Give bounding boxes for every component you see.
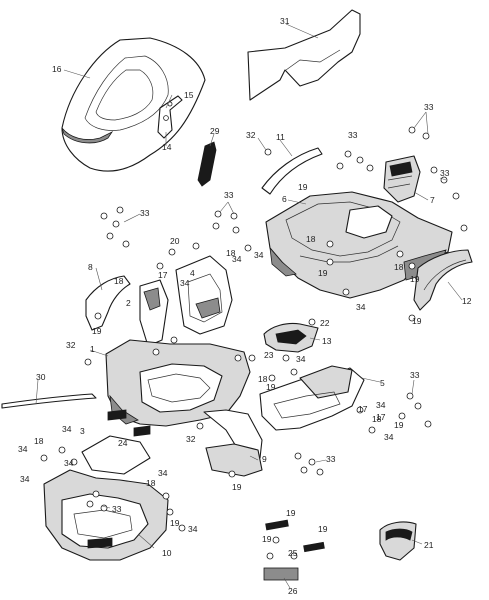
callout-22: 22 [320, 318, 330, 328]
callout-33b: 33 [140, 208, 150, 218]
part-tail-light [383, 155, 421, 203]
callout-24: 24 [118, 438, 128, 448]
callout-33: 33 [424, 102, 434, 112]
part-front-bumper [43, 469, 169, 561]
callout-17b: 17 [158, 270, 168, 280]
part-rear-mudguard-right [413, 249, 473, 311]
callout-18b: 18 [226, 248, 236, 258]
callout-2: 2 [126, 298, 131, 308]
callout-5: 5 [380, 378, 385, 388]
callout-19e: 19 [412, 316, 422, 326]
callout-34j: 34 [158, 468, 168, 478]
callout-13: 13 [322, 336, 332, 346]
callout-10: 10 [162, 548, 172, 558]
callout-25: 25 [288, 548, 298, 558]
callout-29: 29 [210, 126, 220, 136]
callout-19c: 19 [318, 268, 328, 278]
callout-34h: 34 [62, 424, 72, 434]
callout-4: 4 [190, 268, 195, 278]
callout-3: 3 [80, 426, 85, 436]
callout-33c: 33 [224, 190, 234, 200]
callout-18d: 18 [394, 262, 404, 272]
part-front-body [105, 339, 263, 459]
callout-12: 12 [462, 296, 472, 306]
callout-11: 11 [276, 132, 285, 142]
callout-33e: 33 [440, 168, 450, 178]
callout-18c: 18 [306, 234, 316, 244]
callout-33f: 33 [410, 370, 420, 380]
callout-19b: 19 [298, 182, 308, 192]
leader-lines [35, 23, 463, 589]
callout-6: 6 [282, 194, 287, 204]
part-side-trim-strip [197, 141, 217, 187]
callout-9: 9 [262, 454, 267, 464]
callout-18e: 18 [258, 374, 268, 384]
callout-34g: 34 [384, 432, 394, 442]
callout-32: 32 [246, 130, 256, 140]
callout-18: 18 [114, 276, 124, 286]
part-side-guard [205, 443, 263, 477]
callout-21: 21 [424, 540, 434, 550]
callout-19h: 19 [232, 482, 242, 492]
part-rear-rack [261, 147, 323, 195]
callout-34d: 34 [356, 302, 366, 312]
callout-19g: 19 [394, 420, 404, 430]
callout-34c: 34 [180, 278, 190, 288]
callout-26: 26 [288, 586, 298, 596]
callout-34f: 34 [376, 400, 386, 410]
callout-18h: 18 [146, 478, 156, 488]
callout-8: 8 [88, 262, 93, 272]
callout-34e: 34 [296, 354, 306, 364]
part-center-console [175, 255, 233, 335]
callout-20: 20 [170, 236, 180, 246]
callout-17: 17 [358, 404, 368, 414]
callout-19d: 19 [410, 274, 420, 284]
callout-19j: 19 [286, 508, 296, 518]
callout-32c: 32 [66, 340, 76, 350]
callout-18f: 18 [372, 414, 382, 424]
part-rear-fender [265, 191, 453, 299]
callout-34l: 34 [64, 458, 74, 468]
part-right-footwell [259, 365, 365, 431]
callout-14: 14 [162, 142, 172, 152]
callout-19l: 19 [262, 534, 272, 544]
callout-19: 19 [92, 326, 102, 336]
part-cup-holder [379, 521, 417, 561]
fastener-clusters [40, 126, 468, 560]
callout-32b: 32 [186, 434, 196, 444]
callout-19i: 19 [170, 518, 180, 528]
part-instrument-pod [263, 322, 319, 353]
callout-18g: 18 [34, 436, 44, 446]
callout-33d: 33 [348, 130, 358, 140]
callout-1: 1 [90, 344, 95, 354]
callout-30: 30 [36, 372, 46, 382]
part-seat-latch [157, 95, 183, 139]
part-wiring-harness [1, 393, 97, 409]
callout-19f: 19 [266, 382, 276, 392]
part-front-panel-3 [81, 409, 151, 475]
part-reflector-strips [263, 519, 325, 581]
callout-7: 7 [430, 195, 435, 205]
callout-15: 15 [184, 90, 194, 100]
part-seat [61, 37, 206, 172]
callout-19k: 19 [318, 524, 328, 534]
callout-34m: 34 [20, 474, 30, 484]
callout-23: 23 [264, 350, 274, 360]
callout-17c: 17 [376, 412, 386, 422]
part-seat-cover-sheet [247, 9, 361, 101]
callout-33h: 33 [112, 504, 122, 514]
callout-16: 16 [52, 64, 62, 74]
callout-labels: 31 16 15 14 29 32 11 6 7 8 12 13 1 5 9 3… [18, 16, 472, 596]
callout-34: 34 [232, 254, 242, 264]
callout-34i: 34 [18, 444, 28, 454]
callout-34b: 34 [254, 250, 264, 260]
callout-34k: 34 [188, 524, 198, 534]
callout-31: 31 [280, 16, 290, 26]
callout-33g: 33 [326, 454, 336, 464]
